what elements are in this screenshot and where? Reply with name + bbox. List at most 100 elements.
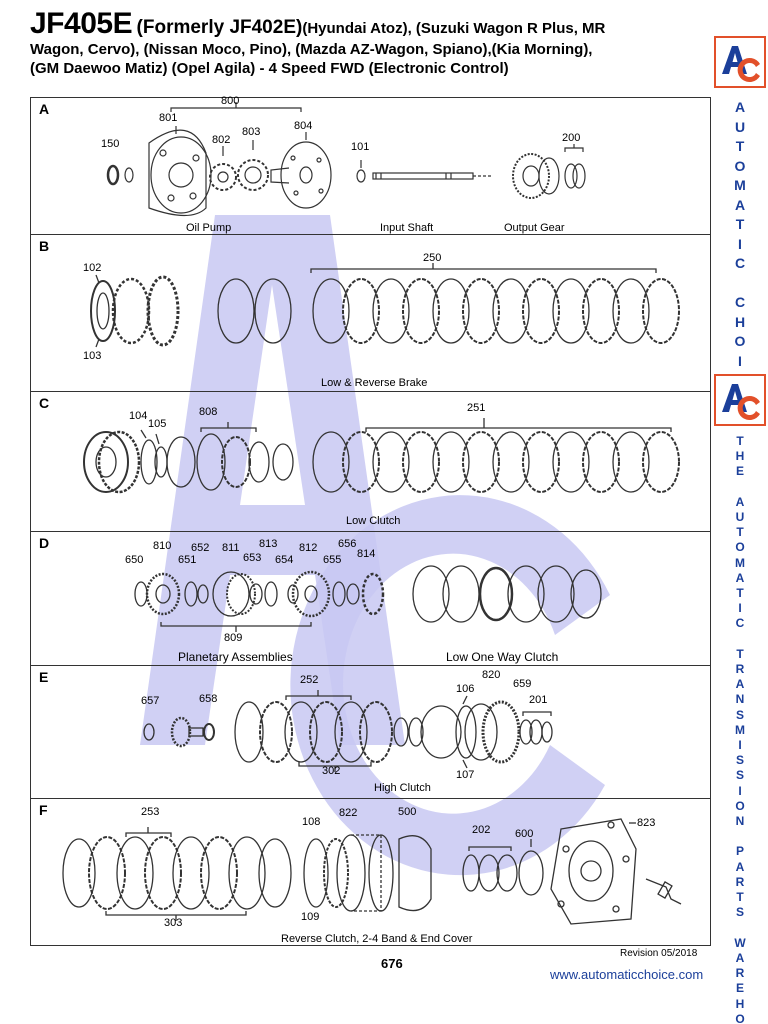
vertical-letter [712,274,768,294]
vertical-letter: T [735,216,745,232]
callout-104: 104 [129,410,148,422]
vertical-letter: A [734,196,746,213]
callout-654: 654 [275,554,294,566]
vertical-letter: I [738,235,742,252]
callout-108: 108 [302,816,321,828]
callout-107: 107 [456,769,475,781]
transmission-model: JF405E [30,7,133,40]
callout-657: 657 [141,695,160,707]
section-f: F [31,799,710,947]
vertical-letter: P [735,844,744,859]
vertical-letter: E [735,464,744,479]
page-number: 676 [381,956,403,971]
vertical-letter: A [734,99,746,115]
callout-202: 202 [472,824,491,836]
section-b-parts [90,263,680,348]
caption-oil-pump: Oil Pump [186,222,232,234]
vertical-letter: T [736,525,744,540]
revision-date: Revision 05/2018 [620,948,698,959]
callout-653: 653 [243,552,262,564]
vertical-letter: S [735,768,744,783]
section-b: B 102 103 250 Low & [31,235,710,392]
callout-252: 252 [300,674,319,686]
callout-303: 303 [164,917,183,929]
vertical-letter: H [735,996,745,1011]
applications-subtitle: Wagon, Cervo), (Nissan Moco, Pino), (Maz… [30,40,710,79]
callout-652: 652 [191,542,210,554]
callout-801: 801 [159,112,178,124]
vertical-letter: H [735,449,745,464]
vertical-letter: A [735,570,745,585]
callout-253: 253 [141,806,160,818]
callout-655: 655 [323,554,342,566]
vertical-letter: T [736,646,744,661]
callout-658: 658 [199,693,218,705]
section-d-parts [134,565,602,632]
vertical-letter: S [735,707,744,722]
callout-800: 800 [221,95,240,107]
title-line: JF405E (Formerly JF402E)(Hyundai Atoz), … [30,8,710,40]
callout-200: 200 [562,132,581,144]
vertical-letter: I [738,783,742,798]
vertical-letter: O [735,798,745,813]
vertical-letter: N [735,692,745,707]
callout-651: 651 [178,554,197,566]
caption-low-one-way-clutch: Low One Way Clutch [446,650,559,664]
vertical-letter: R [735,966,745,981]
callout-808: 808 [199,406,218,418]
callout-809: 809 [224,632,243,644]
vertical-letter: W [734,935,746,950]
callout-109: 109 [301,911,320,923]
vertical-letter: E [735,981,744,996]
section-c-parts [83,418,680,494]
vertical-letter: A [735,494,745,509]
vertical-letter: T [735,138,745,154]
callout-250: 250 [423,252,442,264]
section-a-parts [106,102,586,217]
section-d: D 650 810 651 [31,532,710,666]
vertical-letter: I [738,738,742,753]
vertical-letter: A [735,950,745,965]
callout-810: 810 [153,540,172,552]
ac-logo-2 [714,374,766,426]
caption-low-reverse-brake: Low & Reverse Brake [321,377,428,389]
vertical-letter: T [736,434,744,448]
caption-reverse-clutch-band-end-cover: Reverse Clutch, 2-4 Band & End Cover [281,933,473,945]
callout-106: 106 [456,683,475,695]
callout-811: 811 [222,542,240,554]
callout-822: 822 [339,807,358,819]
callout-302: 302 [322,765,341,777]
section-e-parts [143,690,553,772]
callout-812: 812 [299,542,318,554]
vertical-letter: S [735,753,744,768]
vertical-letter: U [735,510,745,525]
vertical-letter: N [735,814,745,829]
vertical-letter: T [736,890,744,905]
vertical-letter: I [738,352,742,369]
vertical-letter: M [734,177,746,193]
vertical-letter [712,921,768,936]
callout-804: 804 [294,120,313,132]
callout-802: 802 [212,134,231,146]
section-c: C [31,392,710,532]
vertical-letter [712,632,768,647]
vertical-letter: O [734,157,746,174]
ac-logo-icon [722,384,760,420]
callout-105: 105 [148,418,167,430]
callout-650: 650 [125,554,144,566]
vertical-letter: A [735,677,745,692]
vertical-letter [712,480,768,495]
section-letter: A [39,101,50,117]
ac-logo [714,36,766,88]
section-f-parts [62,818,682,925]
diagram-frame: A [30,95,711,947]
callout-500: 500 [398,806,417,818]
vertical-letter: C [734,294,746,310]
vertical-letter: O [734,333,746,349]
callout-813: 813 [259,538,278,550]
callout-103: 103 [83,350,102,362]
callout-251: 251 [467,402,486,414]
